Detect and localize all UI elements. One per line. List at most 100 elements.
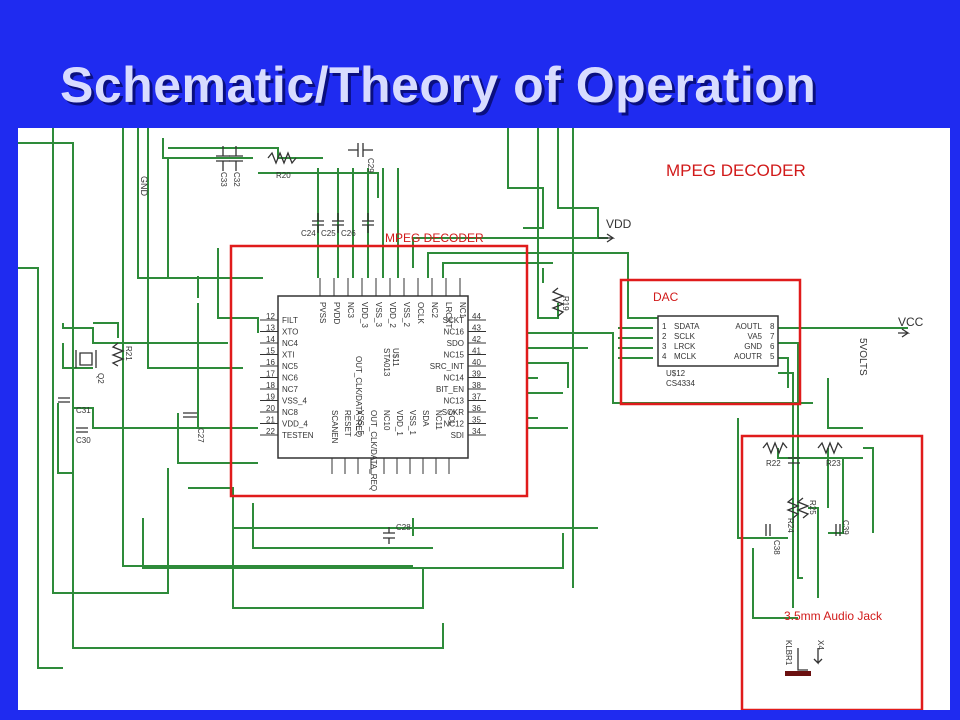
decoder-left-pin-label: TESTEN — [282, 431, 314, 440]
jack-symbol — [797, 648, 823, 671]
jack-label: KLBR1 — [784, 640, 793, 666]
capacitor-c24-symbol — [312, 213, 324, 233]
decoder-top-pin-label: OCLK — [416, 302, 425, 324]
decoder-right-pin-number: 40 — [472, 358, 481, 367]
decoder-bottom-pin-label: VDD_1 — [395, 410, 404, 436]
decoder-top-pin-label: PVSS — [318, 302, 327, 323]
resistor-label: R25 — [808, 500, 817, 515]
decoder-right-pin-label: NC14 — [444, 374, 465, 383]
resistor-r25-symbol — [796, 497, 810, 519]
decoder-top-pin-label: VDD_2 — [388, 302, 397, 328]
decoder-left-pin-number: 20 — [266, 404, 275, 413]
decoder-left-pin-number: 16 — [266, 358, 275, 367]
decoder-top-pin-label: NC2 — [430, 302, 439, 319]
decoder-left-pin-number: 21 — [266, 416, 275, 425]
dac-left-pin-label: SDATA — [674, 322, 700, 331]
resistor-label: R19 — [561, 296, 570, 311]
capacitor-label: C38 — [772, 540, 781, 555]
dac-right-pin-label: AOUTL — [735, 322, 762, 331]
capacitor-c39-symbol — [835, 524, 841, 536]
decoder-top-pin-label: LRCKT — [444, 302, 453, 328]
dac-right-pin-number: 7 — [770, 332, 775, 341]
dac-left-pin-label: LRCK — [674, 342, 696, 351]
vcc-arrow — [898, 328, 911, 338]
chip-pin-labels: FILT12XTO13NC414XTI15NC516NC617NC718VSS_… — [260, 278, 775, 491]
decoder-right-pin-number: 35 — [472, 416, 481, 425]
decoder-right-pin-label: BIT_EN — [436, 385, 464, 394]
capacitor-label: C28 — [396, 523, 411, 532]
audio-jack-highlight — [740, 434, 924, 710]
resistor-r22-symbol — [762, 441, 788, 455]
decoder-left-pin-number: 18 — [266, 381, 275, 390]
dac-part-label: U$12 — [666, 369, 686, 378]
dac-highlight — [619, 278, 802, 406]
decoder-left-pin-label: NC8 — [282, 408, 299, 417]
dac-chip — [657, 315, 779, 367]
dac-name-label: CS4334 — [666, 379, 695, 388]
jack-body — [785, 671, 811, 676]
decoder-part-label: U$11 — [391, 348, 400, 367]
capacitor-label: C31 — [76, 406, 91, 415]
capacitor-label: C29 — [366, 158, 375, 173]
capacitor-c29-symbol — [348, 143, 373, 157]
mpeg-decoder-highlight — [229, 244, 529, 498]
decoder-bottom-pin-label: VSS_1 — [408, 410, 417, 435]
decoder-top-pin-label: NC1 — [458, 302, 467, 319]
resistor-r23-symbol — [817, 441, 843, 455]
capacitor-label: C39 — [841, 520, 850, 535]
resistor-label: R20 — [276, 171, 291, 180]
capacitor-top-dac-symbol — [788, 457, 800, 464]
decoder-left-pin-number: 13 — [266, 324, 275, 333]
decoder-center-label: OUT_CLK/DATA_REQ — [354, 356, 363, 437]
gnd-label: GND — [139, 176, 149, 197]
dac-right-pin-label: AOUTR — [734, 352, 762, 361]
decoder-right-pin-number: 34 — [472, 427, 481, 436]
resistor-r19-symbol — [551, 287, 565, 317]
decoder-bottom-pin-label: SCANEN — [330, 410, 339, 444]
decoder-top-pin-label: VDD_3 — [360, 302, 369, 328]
resistor-r21-symbol — [111, 342, 125, 367]
decoder-right-pin-number: 44 — [472, 312, 481, 321]
vdd-arrow — [598, 233, 616, 243]
decoder-bottom-pin-label: SCL — [447, 410, 456, 426]
decoder-right-pin-label: SDI — [451, 431, 464, 440]
dac-left-pin-label: MCLK — [674, 352, 697, 361]
capacitor-label: C27 — [196, 428, 205, 443]
capacitor-c27-symbol — [183, 412, 197, 418]
capacitor-c33-symbol — [216, 146, 230, 171]
capacitor-label: C30 — [76, 436, 91, 445]
capacitor-c26-symbol — [362, 213, 374, 233]
decoder-top-pin-label: VSS_3 — [374, 302, 383, 327]
decoder-left-pin-label: VSS_4 — [282, 397, 307, 406]
decoder-left-pin-label: XTO — [282, 328, 298, 337]
decoder-name-label: STA013 — [382, 348, 391, 377]
decoder-top-pin-label: VSS_2 — [402, 302, 411, 327]
annotation-mpeg-decoder-main: MPEG DECODER — [666, 161, 806, 180]
decoder-left-pin-label: XTI — [282, 351, 294, 360]
dac-left-pin-number: 4 — [662, 352, 667, 361]
decoder-right-pin-number: 41 — [472, 347, 481, 356]
decoder-right-pin-label: SCKT — [443, 316, 464, 325]
decoder-bottom-pin-label: NC10 — [382, 410, 391, 431]
decoder-bottom-pin-label: OUT_CLK/DATA_REQ — [369, 410, 378, 491]
volts-label: 5VOLTS — [857, 338, 868, 376]
decoder-bottom-pin-label: NC11 — [434, 410, 443, 430]
decoder-left-pin-number: 14 — [266, 335, 275, 344]
resistor-label: R24 — [786, 518, 795, 533]
decoder-right-pin-label: NC16 — [444, 328, 465, 337]
decoder-left-pin-label: FILT — [282, 316, 298, 325]
dac-right-pin-label: GND — [744, 342, 762, 351]
decoder-left-pin-number: 17 — [266, 370, 275, 379]
resistor-label: R22 — [766, 459, 781, 468]
decoder-top-pin-label: NC3 — [346, 302, 355, 319]
decoder-top-pin-label: PVDD — [332, 302, 341, 324]
decoder-bottom-pin-label: VSS_5 — [356, 410, 365, 435]
capacitor-label: C33 — [219, 172, 228, 187]
capacitor-label: C26 — [341, 229, 356, 238]
capacitor-c30-symbol — [76, 427, 88, 433]
annotation-dac: DAC — [653, 290, 679, 304]
resistor-r20-symbol — [267, 151, 297, 165]
decoder-right-pin-label: NC12 — [444, 420, 465, 429]
